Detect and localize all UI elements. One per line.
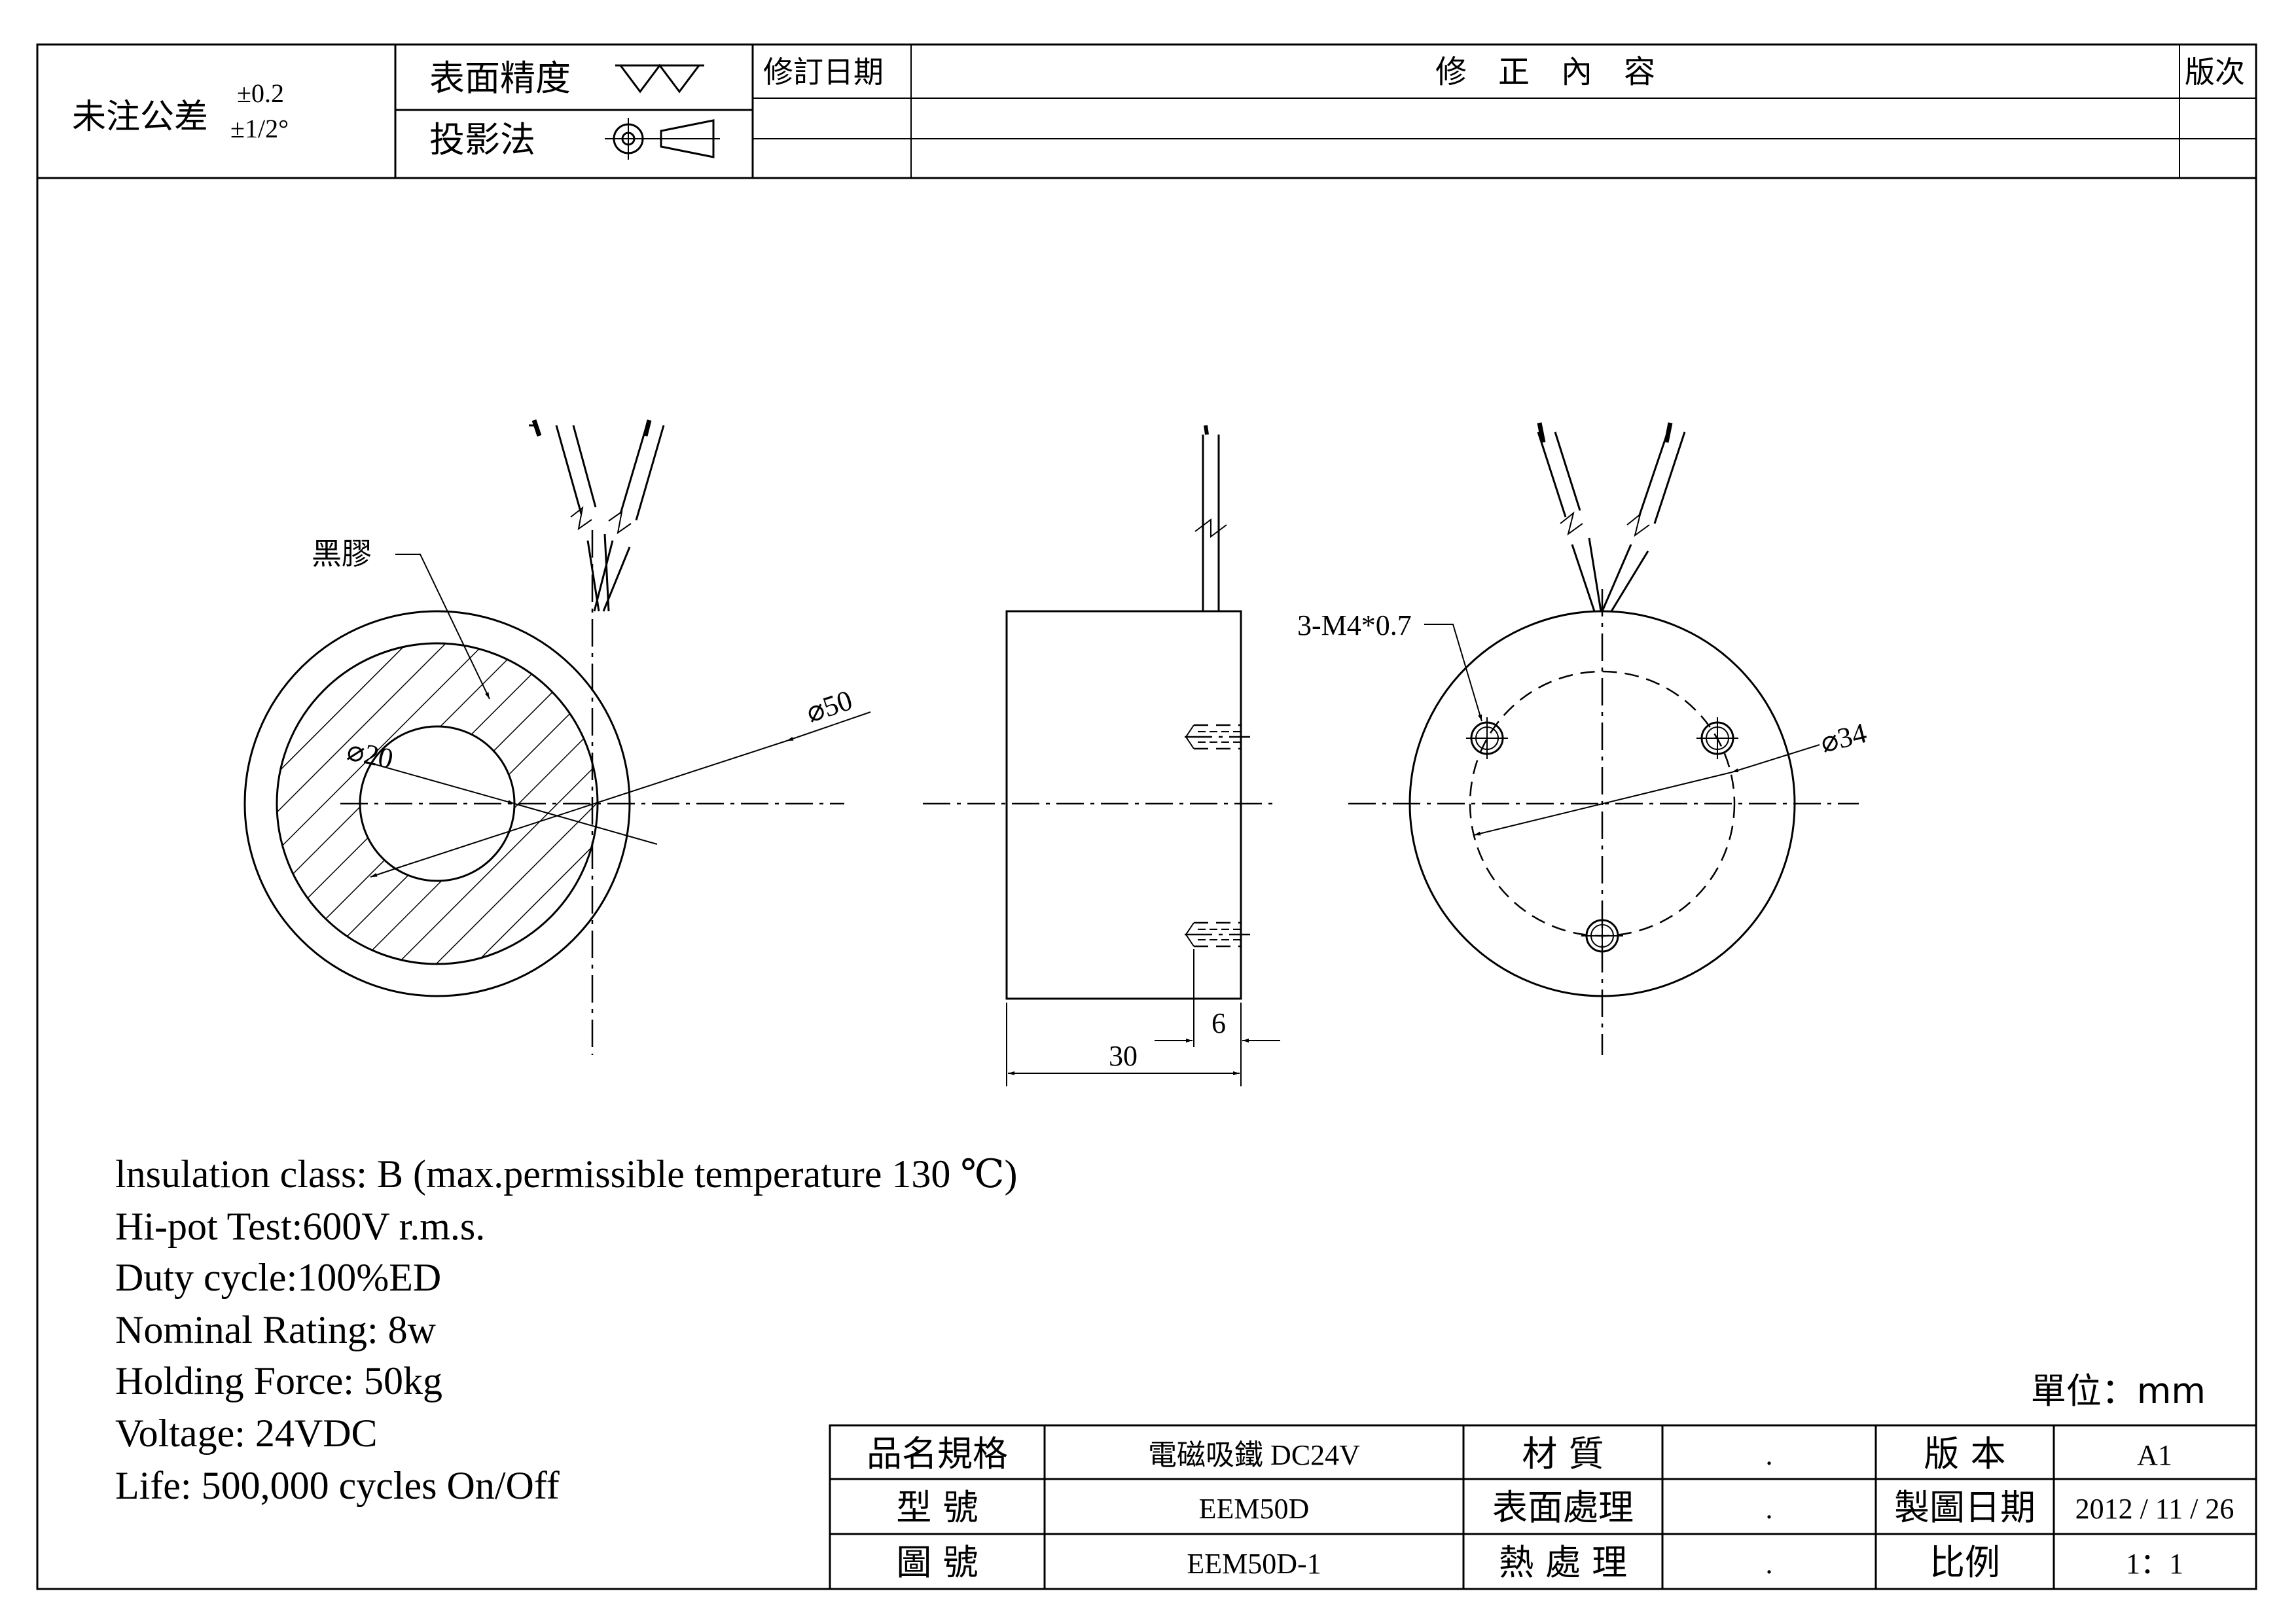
tb-label-drawing-no: 圖 號 bbox=[896, 1542, 978, 1583]
tb-value-heat-treatment: . bbox=[1766, 1548, 1773, 1580]
threaded-hole-top bbox=[1185, 724, 1250, 750]
threaded-hole-bottom bbox=[1185, 921, 1250, 948]
tb-label-surface: 表面處理 bbox=[1492, 1487, 1634, 1528]
revision-content-label: 修 正 內 容 bbox=[1435, 54, 1655, 90]
tb-value-scale: 1：1 bbox=[2126, 1548, 2183, 1580]
tb-value-surface: . bbox=[1766, 1493, 1773, 1525]
dim-phi34: ⌀34 bbox=[1818, 717, 1870, 759]
surface-finish-label: 表面精度 bbox=[429, 58, 571, 99]
tb-value-drawing-no: EEM50D-1 bbox=[1187, 1548, 1321, 1580]
label-black-glue: 黑膠 bbox=[312, 536, 372, 571]
tb-label-model: 型 號 bbox=[896, 1487, 978, 1528]
projection-label: 投影法 bbox=[429, 119, 535, 160]
tolerance-label: 未注公差 bbox=[72, 98, 208, 137]
rear-view: 3-M4*0.7 ⌀34 bbox=[1297, 422, 1870, 1055]
tb-value-version: A1 bbox=[2137, 1439, 2172, 1471]
revision-label: 版次 bbox=[2185, 54, 2245, 90]
label-thread: 3-M4*0.7 bbox=[1297, 609, 1412, 641]
spec-line-6: Voltage: 24VDC bbox=[115, 1412, 378, 1455]
spec-line-7: Life: 500,000 cycles On/Off bbox=[115, 1464, 560, 1507]
tb-label-material: 材 質 bbox=[1522, 1433, 1604, 1474]
tolerance-angular: ±1/2° bbox=[230, 114, 289, 143]
thread-hole-2 bbox=[1696, 717, 1738, 759]
dim-6: 6 bbox=[1211, 1007, 1226, 1039]
thread-hole-1 bbox=[1466, 717, 1508, 759]
title-block: 品名規格 電磁吸鐵 DC24V 材 質 . 版 本 A1 型 號 EEM50D … bbox=[829, 1424, 2257, 1590]
tb-value-model: EEM50D bbox=[1199, 1493, 1310, 1525]
unit-label: 單位：mm bbox=[2031, 1370, 2206, 1412]
tb-value-date: 2012 / 11 / 26 bbox=[2075, 1493, 2234, 1525]
rear-lead-wires bbox=[1537, 422, 1686, 612]
thread-hole-3 bbox=[1581, 915, 1623, 957]
spec-notes: lnsulation class: B (max.permissible tem… bbox=[115, 1152, 1017, 1507]
side-view: 30 6 bbox=[923, 425, 1280, 1086]
tb-value-product: 電磁吸鐵 DC24V bbox=[1148, 1439, 1360, 1471]
tb-value-material: . bbox=[1766, 1439, 1773, 1471]
body-outline bbox=[1005, 610, 1242, 1000]
tb-label-scale: 比例 bbox=[1929, 1542, 2000, 1583]
tb-label-version: 版 本 bbox=[1924, 1433, 2005, 1474]
tb-label-product: 品名規格 bbox=[867, 1433, 1008, 1474]
front-view: 黑膠 ⌀20 ⌀50 bbox=[243, 419, 871, 1055]
tb-label-date: 製圖日期 bbox=[1894, 1487, 2036, 1528]
spec-line-5: Holding Force: 50kg bbox=[115, 1359, 442, 1402]
dim-phi50: ⌀50 bbox=[802, 684, 856, 728]
revision-date-label: 修訂日期 bbox=[763, 54, 884, 90]
spec-line-4: Nominal Rating: 8w bbox=[115, 1308, 437, 1351]
spec-line-2: Hi-pot Test:600V r.m.s. bbox=[115, 1205, 485, 1248]
surface-finish-symbol bbox=[615, 63, 704, 94]
tb-label-heat-treatment: 熱 處 理 bbox=[1499, 1542, 1627, 1583]
spec-line-3: Duty cycle:100%ED bbox=[115, 1256, 441, 1299]
lead-wires bbox=[529, 419, 665, 612]
sheet-border bbox=[36, 43, 2257, 1590]
projection-symbol-icon bbox=[605, 118, 720, 160]
dim-30: 30 bbox=[1109, 1040, 1138, 1072]
tolerance-linear: ±0.2 bbox=[237, 79, 284, 108]
spec-line-1: lnsulation class: B (max.permissible tem… bbox=[115, 1152, 1017, 1196]
header-block: 未注公差 ±0.2 ±1/2° 表面精度 投影法 修訂日期 修 正 內 容 版次 bbox=[37, 45, 2256, 179]
